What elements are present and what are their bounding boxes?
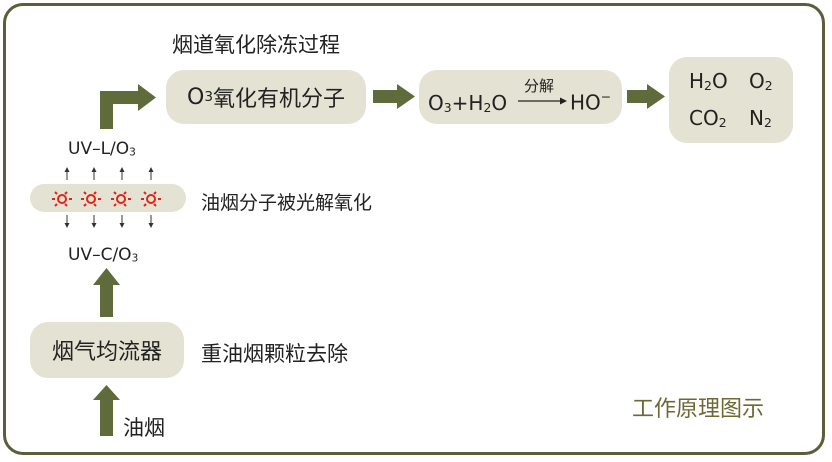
products-box bbox=[669, 57, 793, 143]
reaction-product: HO− bbox=[570, 89, 612, 115]
reaction-reactants: O3+H2O bbox=[428, 91, 508, 115]
lamp-up-arrows bbox=[64, 167, 154, 180]
diagram-title: 烟道氧化除冻过程 bbox=[172, 33, 340, 57]
o3-oxidation-label: 氧化有机分子 bbox=[212, 87, 345, 112]
arrow-equalizer-up bbox=[93, 268, 120, 317]
uv-lamp-icon-2 bbox=[81, 191, 101, 207]
o3-symbol: O bbox=[186, 84, 205, 110]
arrow-elbow-to-o3 bbox=[100, 84, 156, 129]
o3-subscript: 3 bbox=[204, 89, 213, 105]
uv-c-label: UV–C/O3 bbox=[68, 245, 139, 265]
reaction-box bbox=[419, 70, 622, 124]
lamp-caption: 油烟分子被光解氧化 bbox=[201, 192, 373, 214]
reaction-arrow bbox=[518, 97, 567, 105]
flue-gas-equalizer-box: 烟气均流器 bbox=[30, 322, 184, 378]
product-co2: CO2 bbox=[689, 106, 727, 130]
input-label: 油烟 bbox=[123, 416, 165, 440]
lamp-down-arrows bbox=[64, 215, 154, 228]
uv-l-label: UV–L/O3 bbox=[68, 139, 136, 159]
product-n2: N2 bbox=[749, 106, 772, 130]
arrow-reaction-to-products bbox=[627, 84, 665, 109]
arrow-input-up bbox=[93, 385, 120, 436]
arrow-o3-to-reaction bbox=[373, 84, 415, 109]
uv-lamp-icon-3 bbox=[111, 191, 131, 207]
product-h2o: H2O bbox=[689, 69, 728, 93]
footer-caption: 工作原理图示 bbox=[632, 397, 765, 422]
equalizer-label: 烟气均流器 bbox=[51, 340, 162, 365]
uv-lamp-icon-1 bbox=[52, 191, 72, 207]
reaction-label: 分解 bbox=[524, 77, 555, 95]
equalizer-caption: 重油烟颗粒去除 bbox=[201, 342, 348, 366]
uv-lamp-icon-4 bbox=[141, 191, 161, 207]
product-o2: O2 bbox=[749, 69, 773, 93]
